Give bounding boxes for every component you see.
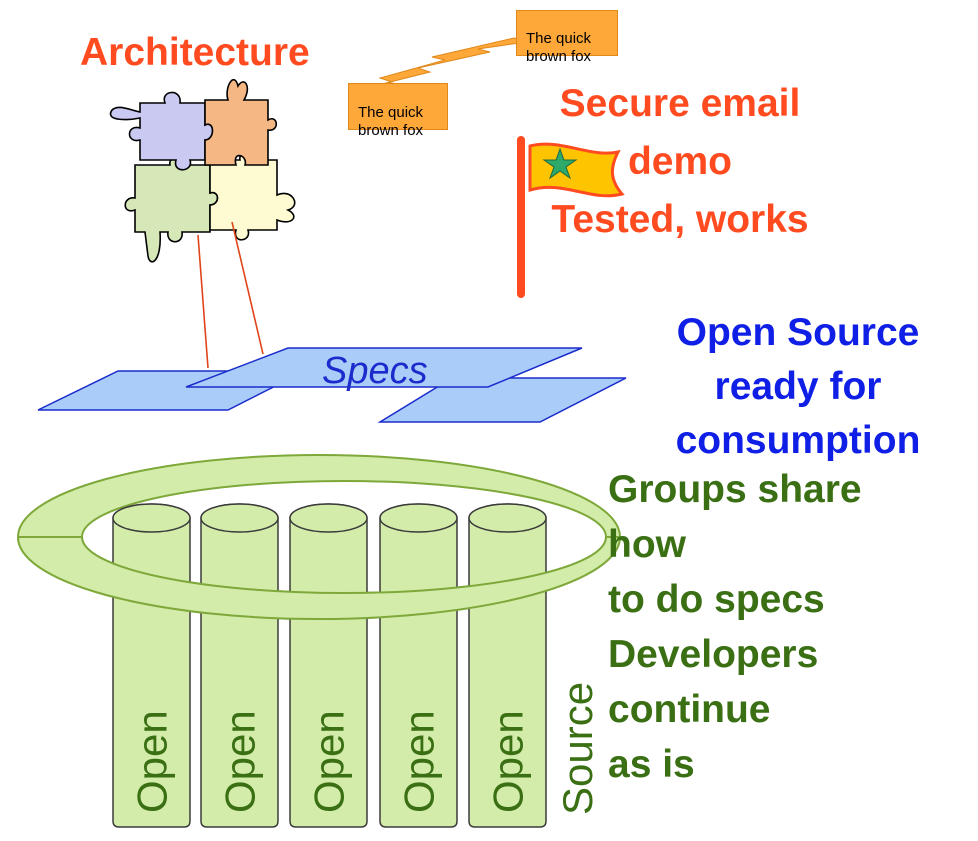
secure-email-status: Secure email demo Tested, works (551, 82, 809, 241)
specs-plane-right (377, 377, 627, 423)
specs-planes (37, 347, 627, 423)
source-side-label: Source (554, 682, 601, 815)
pillars-group: Open Open Open Open Open (112, 503, 547, 828)
callout-left-text: The quick brown fox (358, 104, 424, 139)
puzzle-icon (109, 78, 296, 263)
connector-line-left (197, 234, 209, 369)
connector-line-right (231, 221, 264, 355)
pillar-top (468, 503, 547, 533)
callout-left: The quick brown fox (348, 83, 448, 139)
pillar-label: Open (129, 710, 176, 813)
callout-top: The quick brown fox (516, 10, 618, 65)
lightning-bolt (349, 37, 541, 93)
puzzle-piece-orange (204, 78, 278, 166)
specs-label: Specs (322, 350, 428, 392)
puzzle-piece-green (124, 156, 219, 263)
pillar-label: Open (217, 710, 264, 813)
pillar-label: Open (396, 710, 443, 813)
pillar-top (200, 503, 279, 533)
pillar-label: Open (485, 710, 532, 813)
pillar-label: Open (306, 710, 353, 813)
open-source-status: Open Source ready for consumption (675, 311, 921, 462)
architecture-title: Architecture (80, 31, 310, 74)
star-icon (542, 147, 578, 180)
pillar-top (379, 503, 458, 533)
puzzle-piece-blue (109, 91, 214, 171)
pillar-top (289, 503, 368, 533)
specs-plane-center (185, 347, 583, 388)
pillar-top (112, 503, 191, 533)
callout-top-text: The quick brown fox (526, 30, 592, 65)
groups-share-text: Groups share how to do specs Developers … (608, 468, 862, 786)
ring-front-band (16, 536, 622, 620)
flag-cloth (528, 142, 625, 198)
